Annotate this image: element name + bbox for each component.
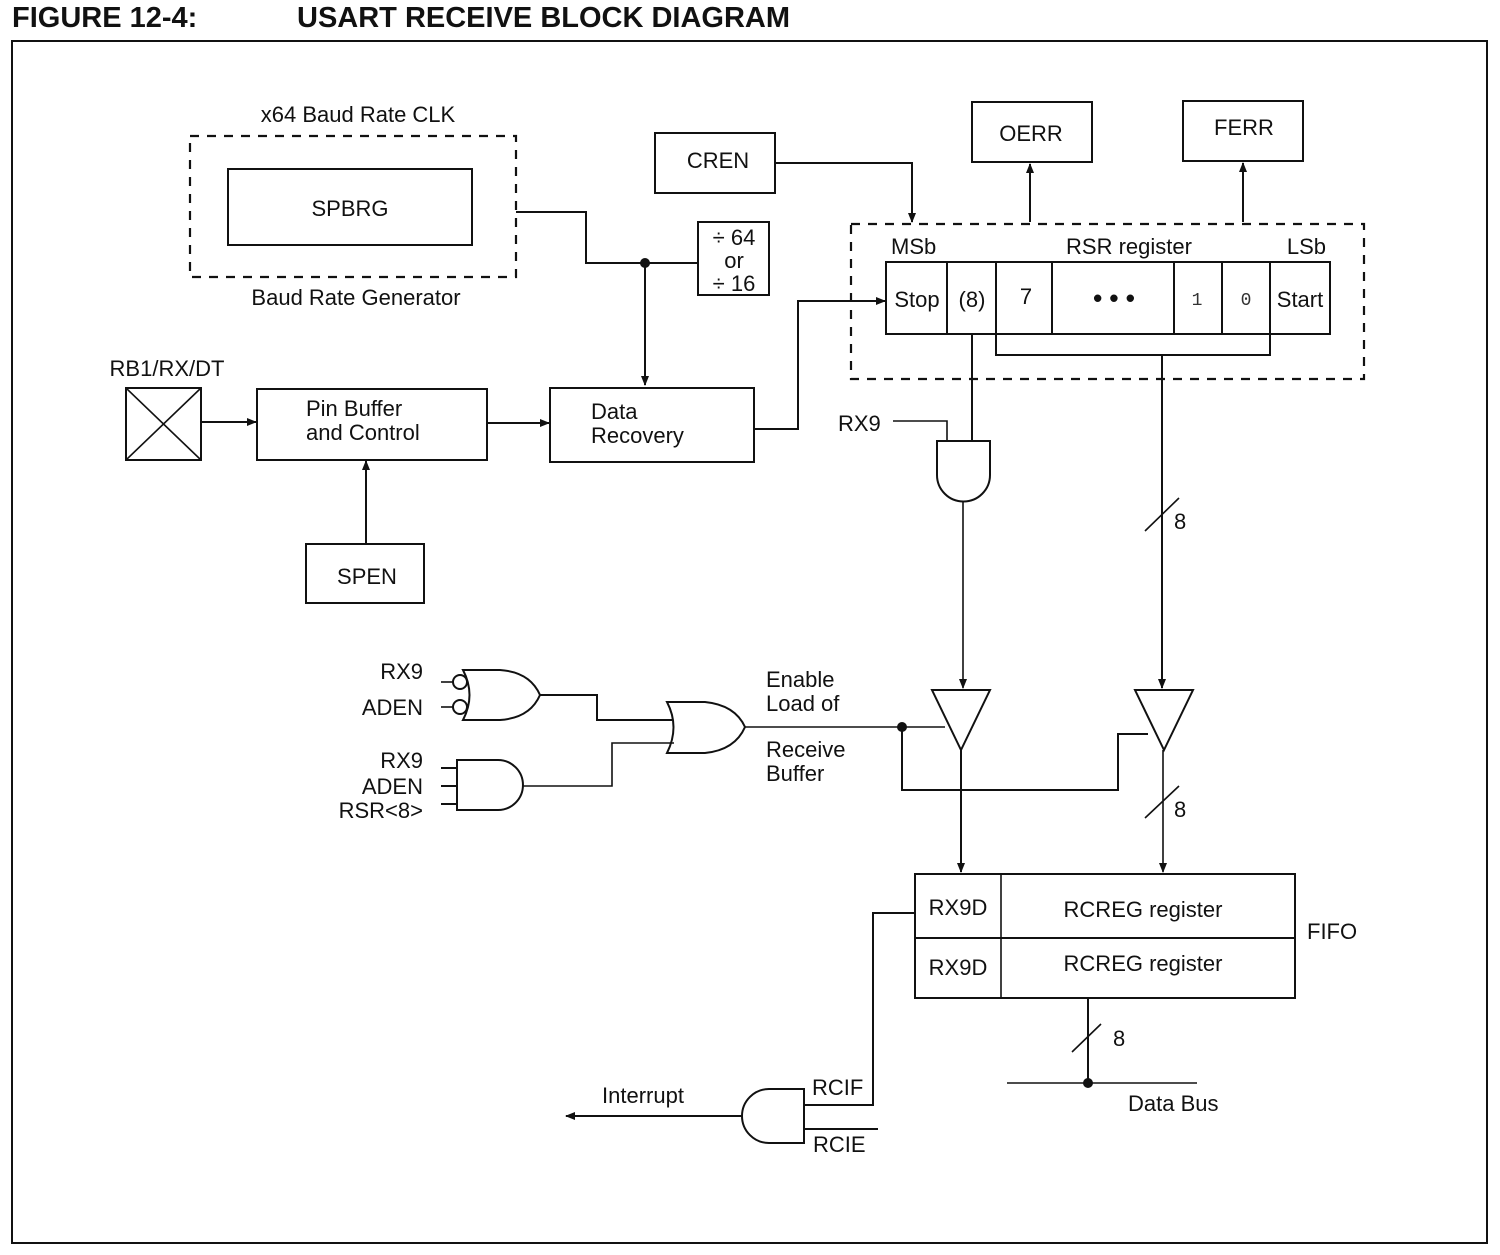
rsr-cell-bit7: 7 bbox=[1020, 284, 1032, 309]
spen-box bbox=[305, 543, 425, 604]
bus-width-marker: 8 bbox=[1071, 1023, 1125, 1053]
or-input-rx9-label: RX9 bbox=[380, 659, 423, 684]
rsr-cell-stop: Stop bbox=[894, 287, 939, 312]
fifo-row1-reg: RCREG register bbox=[1064, 897, 1223, 922]
wire-rx9-to-and bbox=[893, 420, 948, 441]
fifo-row1-bit9: RX9D bbox=[929, 895, 988, 920]
enable-label-line-4: Buffer bbox=[766, 761, 824, 786]
tristate-buffer-data bbox=[1133, 689, 1195, 753]
pin-buffer-line-2: and Control bbox=[306, 420, 420, 445]
ferr-box bbox=[1182, 100, 1304, 162]
spbrg-label: SPBRG bbox=[311, 196, 388, 221]
figure-title: FIGURE 12-4: USART RECEIVE BLOCK DIAGRAM bbox=[12, 2, 790, 35]
oerr-box bbox=[971, 101, 1093, 163]
bus-width-marker: 8 bbox=[1144, 497, 1186, 534]
rsr-cell-bit1: 1 bbox=[1192, 291, 1203, 311]
rsr-cell-ellipsis: • • • bbox=[1093, 283, 1135, 313]
fifo-row2-reg: RCREG register bbox=[1064, 951, 1223, 976]
baud-rate-generator-label: Baud Rate Generator bbox=[251, 285, 460, 310]
or-input-aden-label: ADEN bbox=[362, 695, 423, 720]
wire-cren-to-rsr bbox=[775, 162, 916, 223]
interrupt-and-gate bbox=[741, 1088, 805, 1144]
fifo-row2-bit9: RX9D bbox=[929, 955, 988, 980]
enable-or-gate bbox=[665, 701, 747, 754]
divider-line-2: or bbox=[724, 248, 744, 273]
pin-buffer-line-1: Pin Buffer bbox=[306, 396, 402, 421]
rcie-label: RCIE bbox=[813, 1132, 866, 1157]
rsr-title: RSR register bbox=[1066, 234, 1192, 259]
oerr-label: OERR bbox=[999, 121, 1063, 146]
interrupt-label: Interrupt bbox=[602, 1083, 684, 1108]
pin-label: RB1/RX/DT bbox=[110, 356, 225, 381]
wire-enable-to-data-tristate bbox=[901, 727, 1148, 791]
fifo-block: RX9D RCREG register RX9D RCREG register … bbox=[914, 873, 1357, 999]
inverter-bubble bbox=[452, 674, 468, 690]
ferr-label: FERR bbox=[1214, 115, 1274, 140]
rx9-and-input-label: RX9 bbox=[838, 411, 881, 436]
rsr-cell-start: Start bbox=[1277, 287, 1323, 312]
figure-caption: USART RECEIVE BLOCK DIAGRAM bbox=[297, 2, 791, 34]
wire-spbrg-to-divider bbox=[516, 211, 698, 264]
pin-buffer-box bbox=[256, 388, 488, 461]
data-bus-label: Data Bus bbox=[1128, 1091, 1219, 1116]
rsr-msb-label: MSb bbox=[891, 234, 936, 259]
nor-input-or-gate bbox=[461, 669, 542, 721]
and-input-rx9-label: RX9 bbox=[380, 748, 423, 773]
clk-label: x64 Baud Rate CLK bbox=[261, 102, 456, 127]
junction-dot bbox=[1083, 1078, 1093, 1088]
enable-label-line-3: Receive bbox=[766, 737, 845, 762]
rsr-lsb-label: LSb bbox=[1287, 234, 1326, 259]
figure-number: FIGURE 12-4: bbox=[12, 2, 198, 34]
rsr-register: MSb RSR register LSb Stop (8) 7 • • • 1 … bbox=[849, 222, 1366, 381]
figure-frame bbox=[11, 40, 1488, 1244]
wire-recovery-to-rsr bbox=[754, 297, 886, 430]
divider-block: ÷ 64 or ÷ 16 bbox=[697, 221, 770, 296]
data-recovery-line-2: Recovery bbox=[591, 423, 684, 448]
baud-rate-generator: x64 Baud Rate CLK SPBRG Baud Rate Genera… bbox=[188, 102, 518, 310]
inverter-bubble bbox=[452, 699, 468, 715]
bus-width-fifo: 8 bbox=[1174, 797, 1186, 822]
enable-label-line-1: Enable bbox=[766, 667, 835, 692]
rsr-cell-bit8: (8) bbox=[959, 287, 986, 312]
wire-and-to-or bbox=[523, 742, 674, 787]
baud-rate-group-outline bbox=[188, 134, 518, 279]
wire-or-to-or bbox=[540, 694, 672, 721]
rsr-cell-bit0: 0 bbox=[1241, 291, 1252, 311]
data-recovery-line-1: Data bbox=[591, 399, 638, 424]
divider-line-3: ÷ 16 bbox=[713, 271, 756, 296]
and-input-rsr8-label: RSR<8> bbox=[339, 798, 423, 823]
bus-width-marker: 8 bbox=[1144, 785, 1186, 822]
wire-fifo-to-rcif bbox=[804, 912, 915, 1106]
tristate-buffer-bit9 bbox=[930, 689, 992, 753]
enable-label-line-2: Load of bbox=[766, 691, 840, 716]
divider-line-1: ÷ 64 bbox=[713, 225, 756, 250]
data-recovery-box bbox=[549, 387, 755, 463]
rcif-label: RCIF bbox=[812, 1075, 863, 1100]
fifo-label: FIFO bbox=[1307, 919, 1357, 944]
and-input-aden-label: ADEN bbox=[362, 774, 423, 799]
three-input-and-gate bbox=[456, 759, 524, 811]
bus-width-databus: 8 bbox=[1113, 1026, 1125, 1051]
spen-label: SPEN bbox=[337, 564, 397, 589]
bus-width-rsr: 8 bbox=[1174, 509, 1186, 534]
input-pin-icon bbox=[125, 387, 202, 461]
spbrg-register bbox=[227, 168, 473, 246]
rx9-and-gate bbox=[936, 440, 991, 503]
cren-label: CREN bbox=[687, 148, 749, 173]
